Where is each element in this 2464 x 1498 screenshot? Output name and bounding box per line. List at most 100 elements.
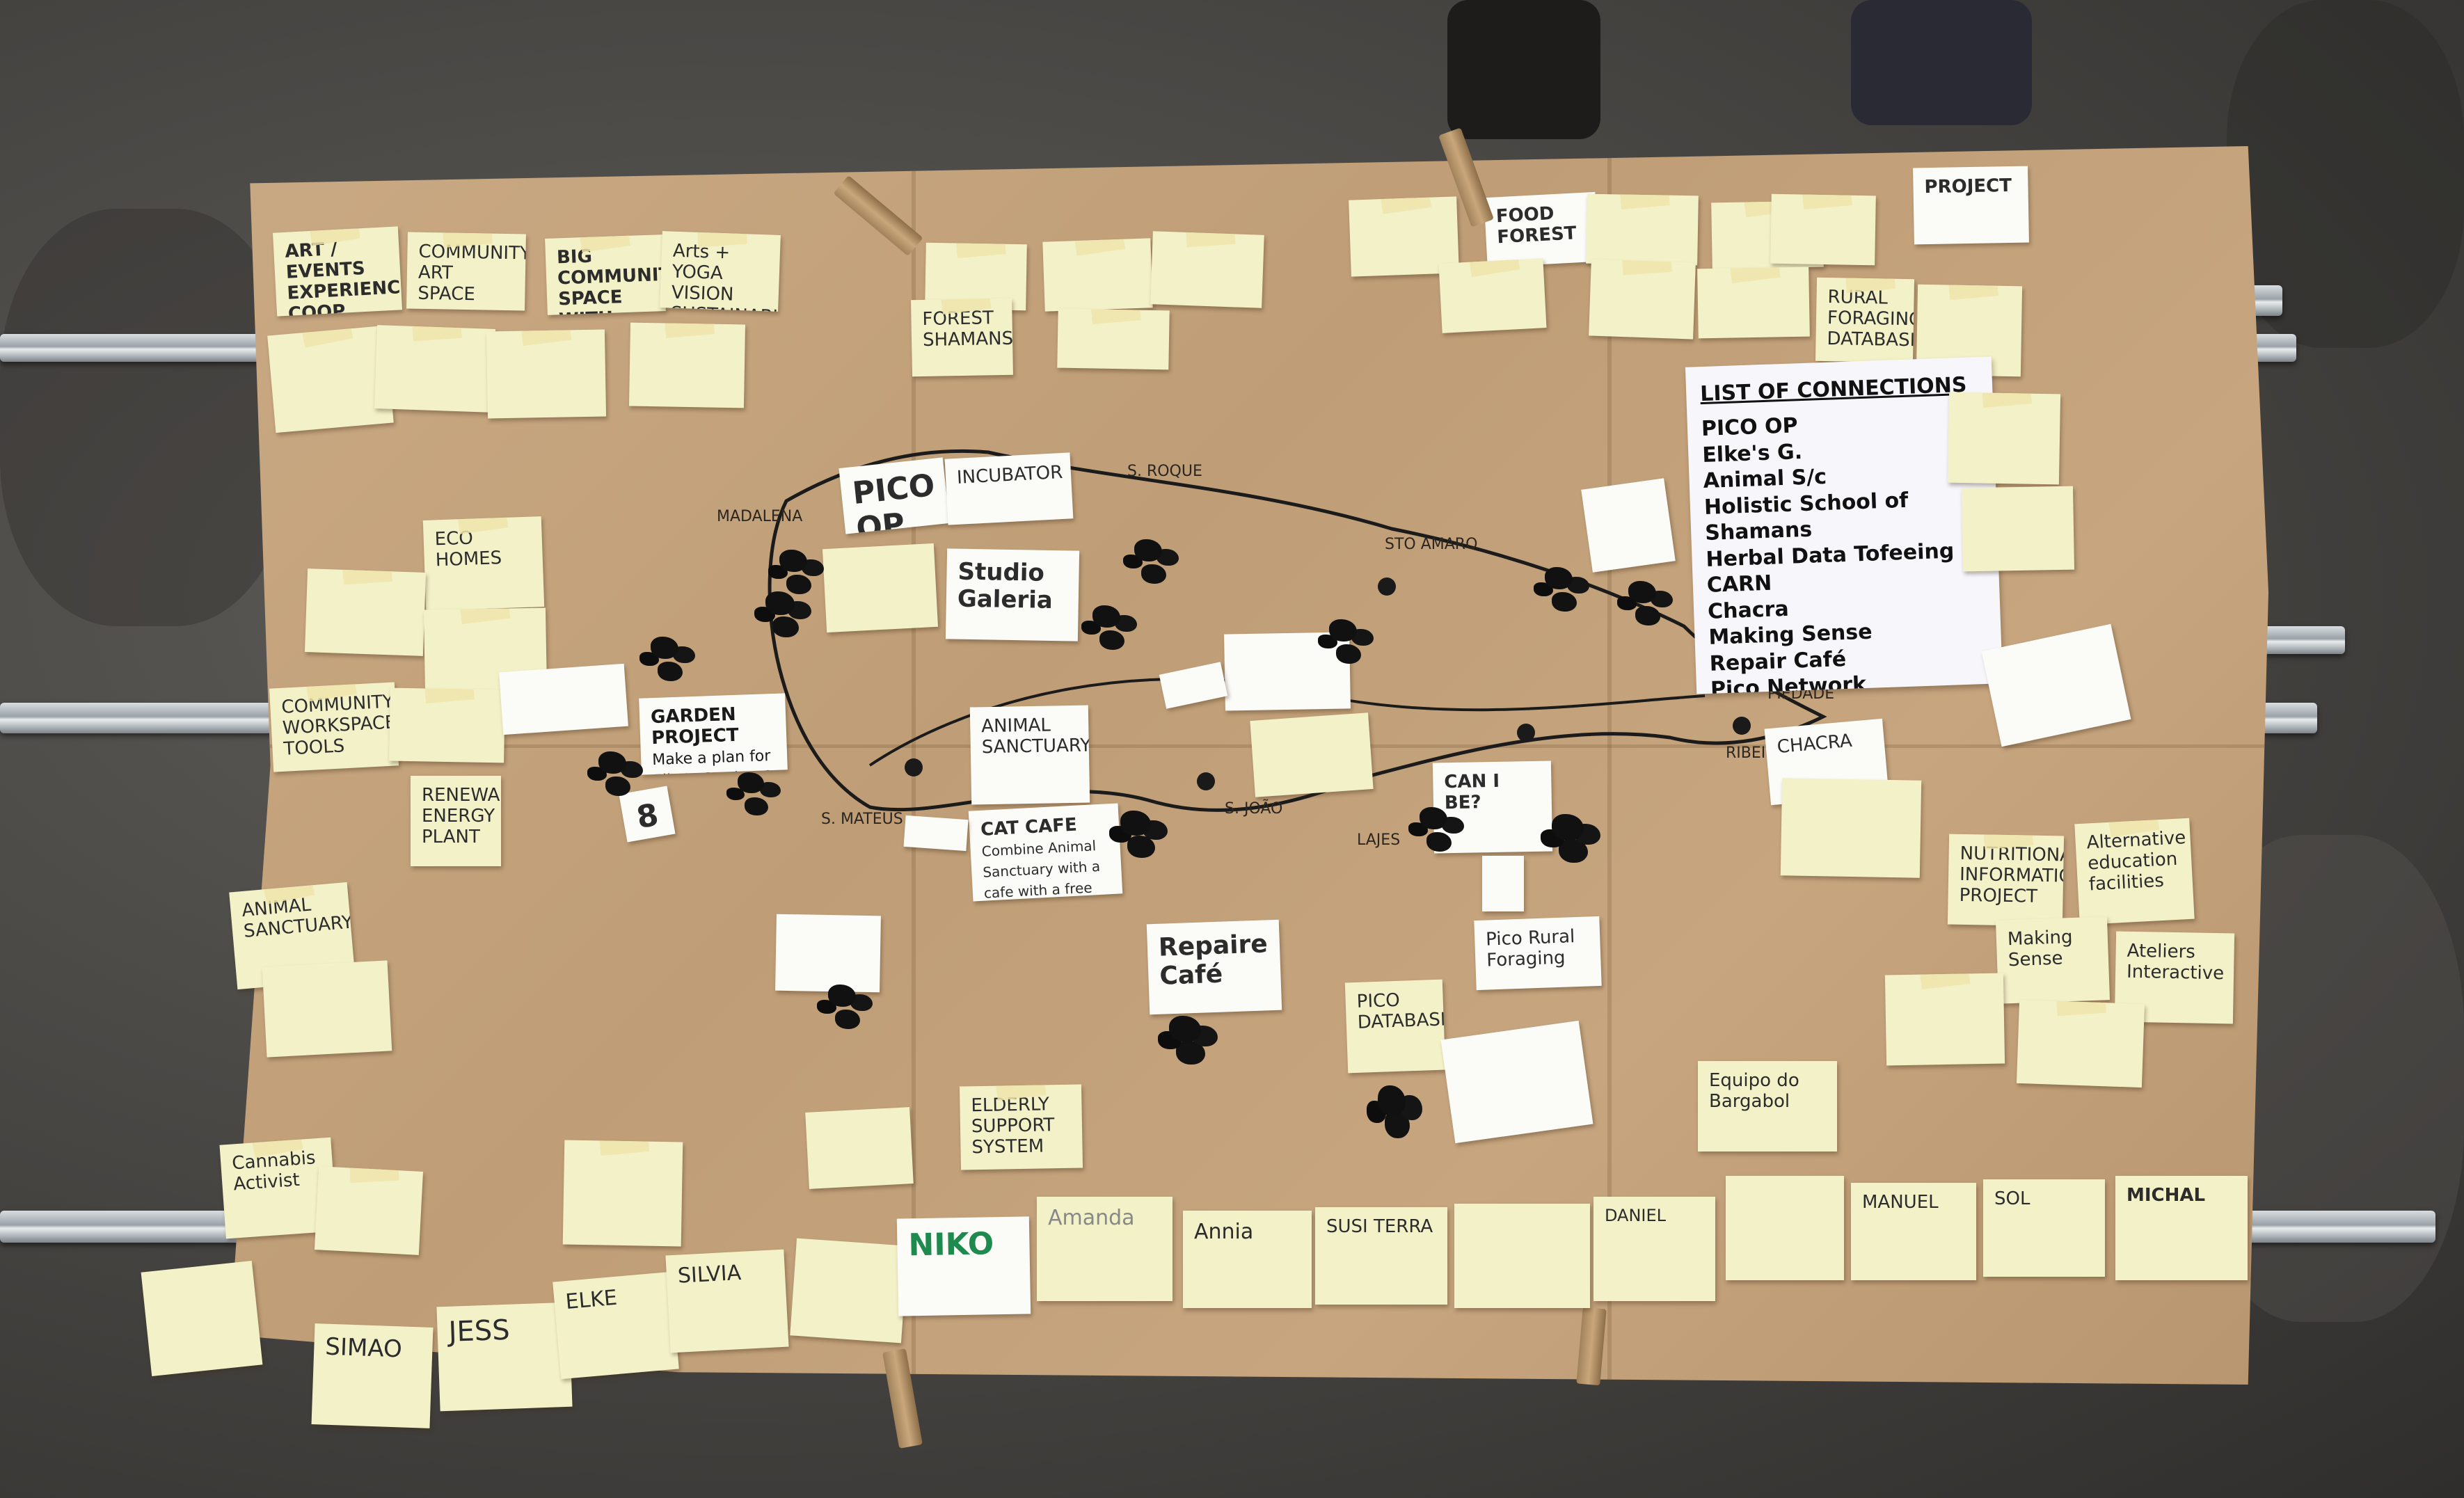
sticky-note: Equipo do Bargabol xyxy=(1698,1061,1837,1152)
sticky-note xyxy=(822,543,939,633)
place-label: S. JOÃO xyxy=(1225,800,1283,818)
sticky-note: ART / EVENTS EXPERIENCES COOP xyxy=(272,226,403,317)
name-note: SUSI TERRA xyxy=(1315,1207,1447,1305)
list-title: LIST OF CONNECTIONS xyxy=(1699,372,1968,407)
project-card: PROJECT xyxy=(1913,166,2029,245)
map-pin xyxy=(1733,717,1751,735)
sticky-note xyxy=(1042,238,1153,312)
coal-piece xyxy=(1120,811,1151,836)
sticky-note: ECO HOMES xyxy=(422,516,545,611)
sticky-note xyxy=(374,325,496,413)
coal-piece xyxy=(1378,1085,1406,1116)
sticky-note: RENEWABLE ENERGY PLANT xyxy=(411,776,501,866)
map-pin xyxy=(1517,724,1535,742)
sticky-note: ELDERLY SUPPORT SYSTEM xyxy=(959,1084,1083,1170)
sticky-note xyxy=(1057,308,1170,370)
sticky-note xyxy=(2016,999,2145,1088)
sticky-note xyxy=(304,568,427,656)
coal-piece xyxy=(651,637,678,659)
sticky-note xyxy=(805,1107,914,1189)
map-pin xyxy=(905,758,923,776)
sticky-note: Arts + YOGA VISION SUSTAINABLE xyxy=(660,231,781,312)
paper-fold xyxy=(1607,146,1612,1385)
name-note: JESS xyxy=(436,1302,573,1412)
tape xyxy=(457,516,509,534)
coal-piece xyxy=(1134,539,1162,561)
place-label: MADALENA xyxy=(717,508,803,525)
person-feet xyxy=(1851,0,2032,125)
white-card: FOOD FOREST xyxy=(1484,191,1599,268)
place-label: S. MATEUS xyxy=(821,811,903,828)
coal-piece xyxy=(765,591,795,615)
tape xyxy=(1621,259,1672,276)
white-card xyxy=(903,815,969,852)
tape xyxy=(1981,392,2033,408)
tape xyxy=(412,325,462,342)
tape xyxy=(1468,258,1520,278)
tape xyxy=(1919,973,1971,990)
sticky-note xyxy=(628,322,746,408)
map-pin xyxy=(1378,577,1396,596)
sticky-note xyxy=(1961,486,2075,572)
sticky-note: FOREST SHAMANS xyxy=(911,298,1013,377)
coal-piece xyxy=(1169,1016,1201,1042)
name-note: SILVIA xyxy=(665,1249,789,1353)
sticky-note: COMMUNITY WORKSPACE TOOLS xyxy=(269,682,399,772)
sticky-note: PICO DATABASES xyxy=(1344,979,1446,1074)
tape xyxy=(1090,308,1141,325)
pico-op-card: PICO OP xyxy=(838,457,950,534)
coal-piece xyxy=(1552,814,1584,840)
coal-piece xyxy=(1420,807,1447,829)
name-note xyxy=(790,1238,908,1344)
coal-piece xyxy=(1092,605,1120,628)
name-note xyxy=(141,1261,263,1376)
sticky-note xyxy=(1697,266,1810,339)
coal-piece xyxy=(828,985,856,1007)
name-note: Amanda xyxy=(1037,1197,1173,1301)
white-card xyxy=(1581,478,1676,573)
tape xyxy=(664,322,715,339)
coal-piece xyxy=(1329,619,1357,642)
tape xyxy=(459,607,510,625)
sticky-note: Alternative education facilities xyxy=(2074,818,2195,925)
sticky-note xyxy=(1150,231,1264,308)
tape xyxy=(342,568,392,585)
white-card xyxy=(1482,856,1524,911)
tape xyxy=(520,329,572,346)
sticky-note xyxy=(389,687,505,763)
name-note xyxy=(1726,1176,1844,1280)
sticky-note xyxy=(1947,392,2061,485)
sticky-note xyxy=(1438,258,1547,333)
tape xyxy=(955,242,1006,259)
name-note: SOL xyxy=(1983,1179,2105,1277)
sticky-note xyxy=(314,1166,424,1255)
coal-piece xyxy=(1628,581,1656,603)
can-i-be-card: CAN I BE? xyxy=(1432,760,1553,854)
tape xyxy=(1802,193,1852,210)
name-note: MANUEL xyxy=(1851,1183,1976,1280)
white-card xyxy=(499,663,628,735)
tape xyxy=(1845,277,1896,294)
name-note: DANIEL xyxy=(1593,1197,1715,1301)
animal-sanctuary-card: ANIMAL SANCTUARY xyxy=(969,705,1090,805)
list-item: Holistic School of Shamans xyxy=(1703,488,1909,545)
paper-fold xyxy=(230,744,2268,748)
coal-piece xyxy=(598,751,626,774)
sticky-note: BIG COMMUNITY SPACE WITH CONNOISSEUR CLU… xyxy=(545,234,666,315)
sticky-note: RURAL FORAGING DATABASE xyxy=(1815,277,1915,363)
tape xyxy=(579,234,630,253)
tape xyxy=(1074,238,1125,256)
sticky-note xyxy=(1250,712,1374,797)
white-card xyxy=(1440,1020,1593,1144)
name-note xyxy=(1454,1204,1590,1308)
coal-piece xyxy=(779,550,807,572)
white-card xyxy=(775,914,881,993)
sticky-note xyxy=(262,960,392,1058)
name-note: MICHAL xyxy=(2115,1176,2248,1280)
tape xyxy=(599,1140,650,1156)
place-label: S. ROQUE xyxy=(1127,463,1202,480)
map-pin xyxy=(1197,772,1215,790)
floor-stain xyxy=(0,209,292,626)
name-note: Annia xyxy=(1183,1211,1312,1308)
